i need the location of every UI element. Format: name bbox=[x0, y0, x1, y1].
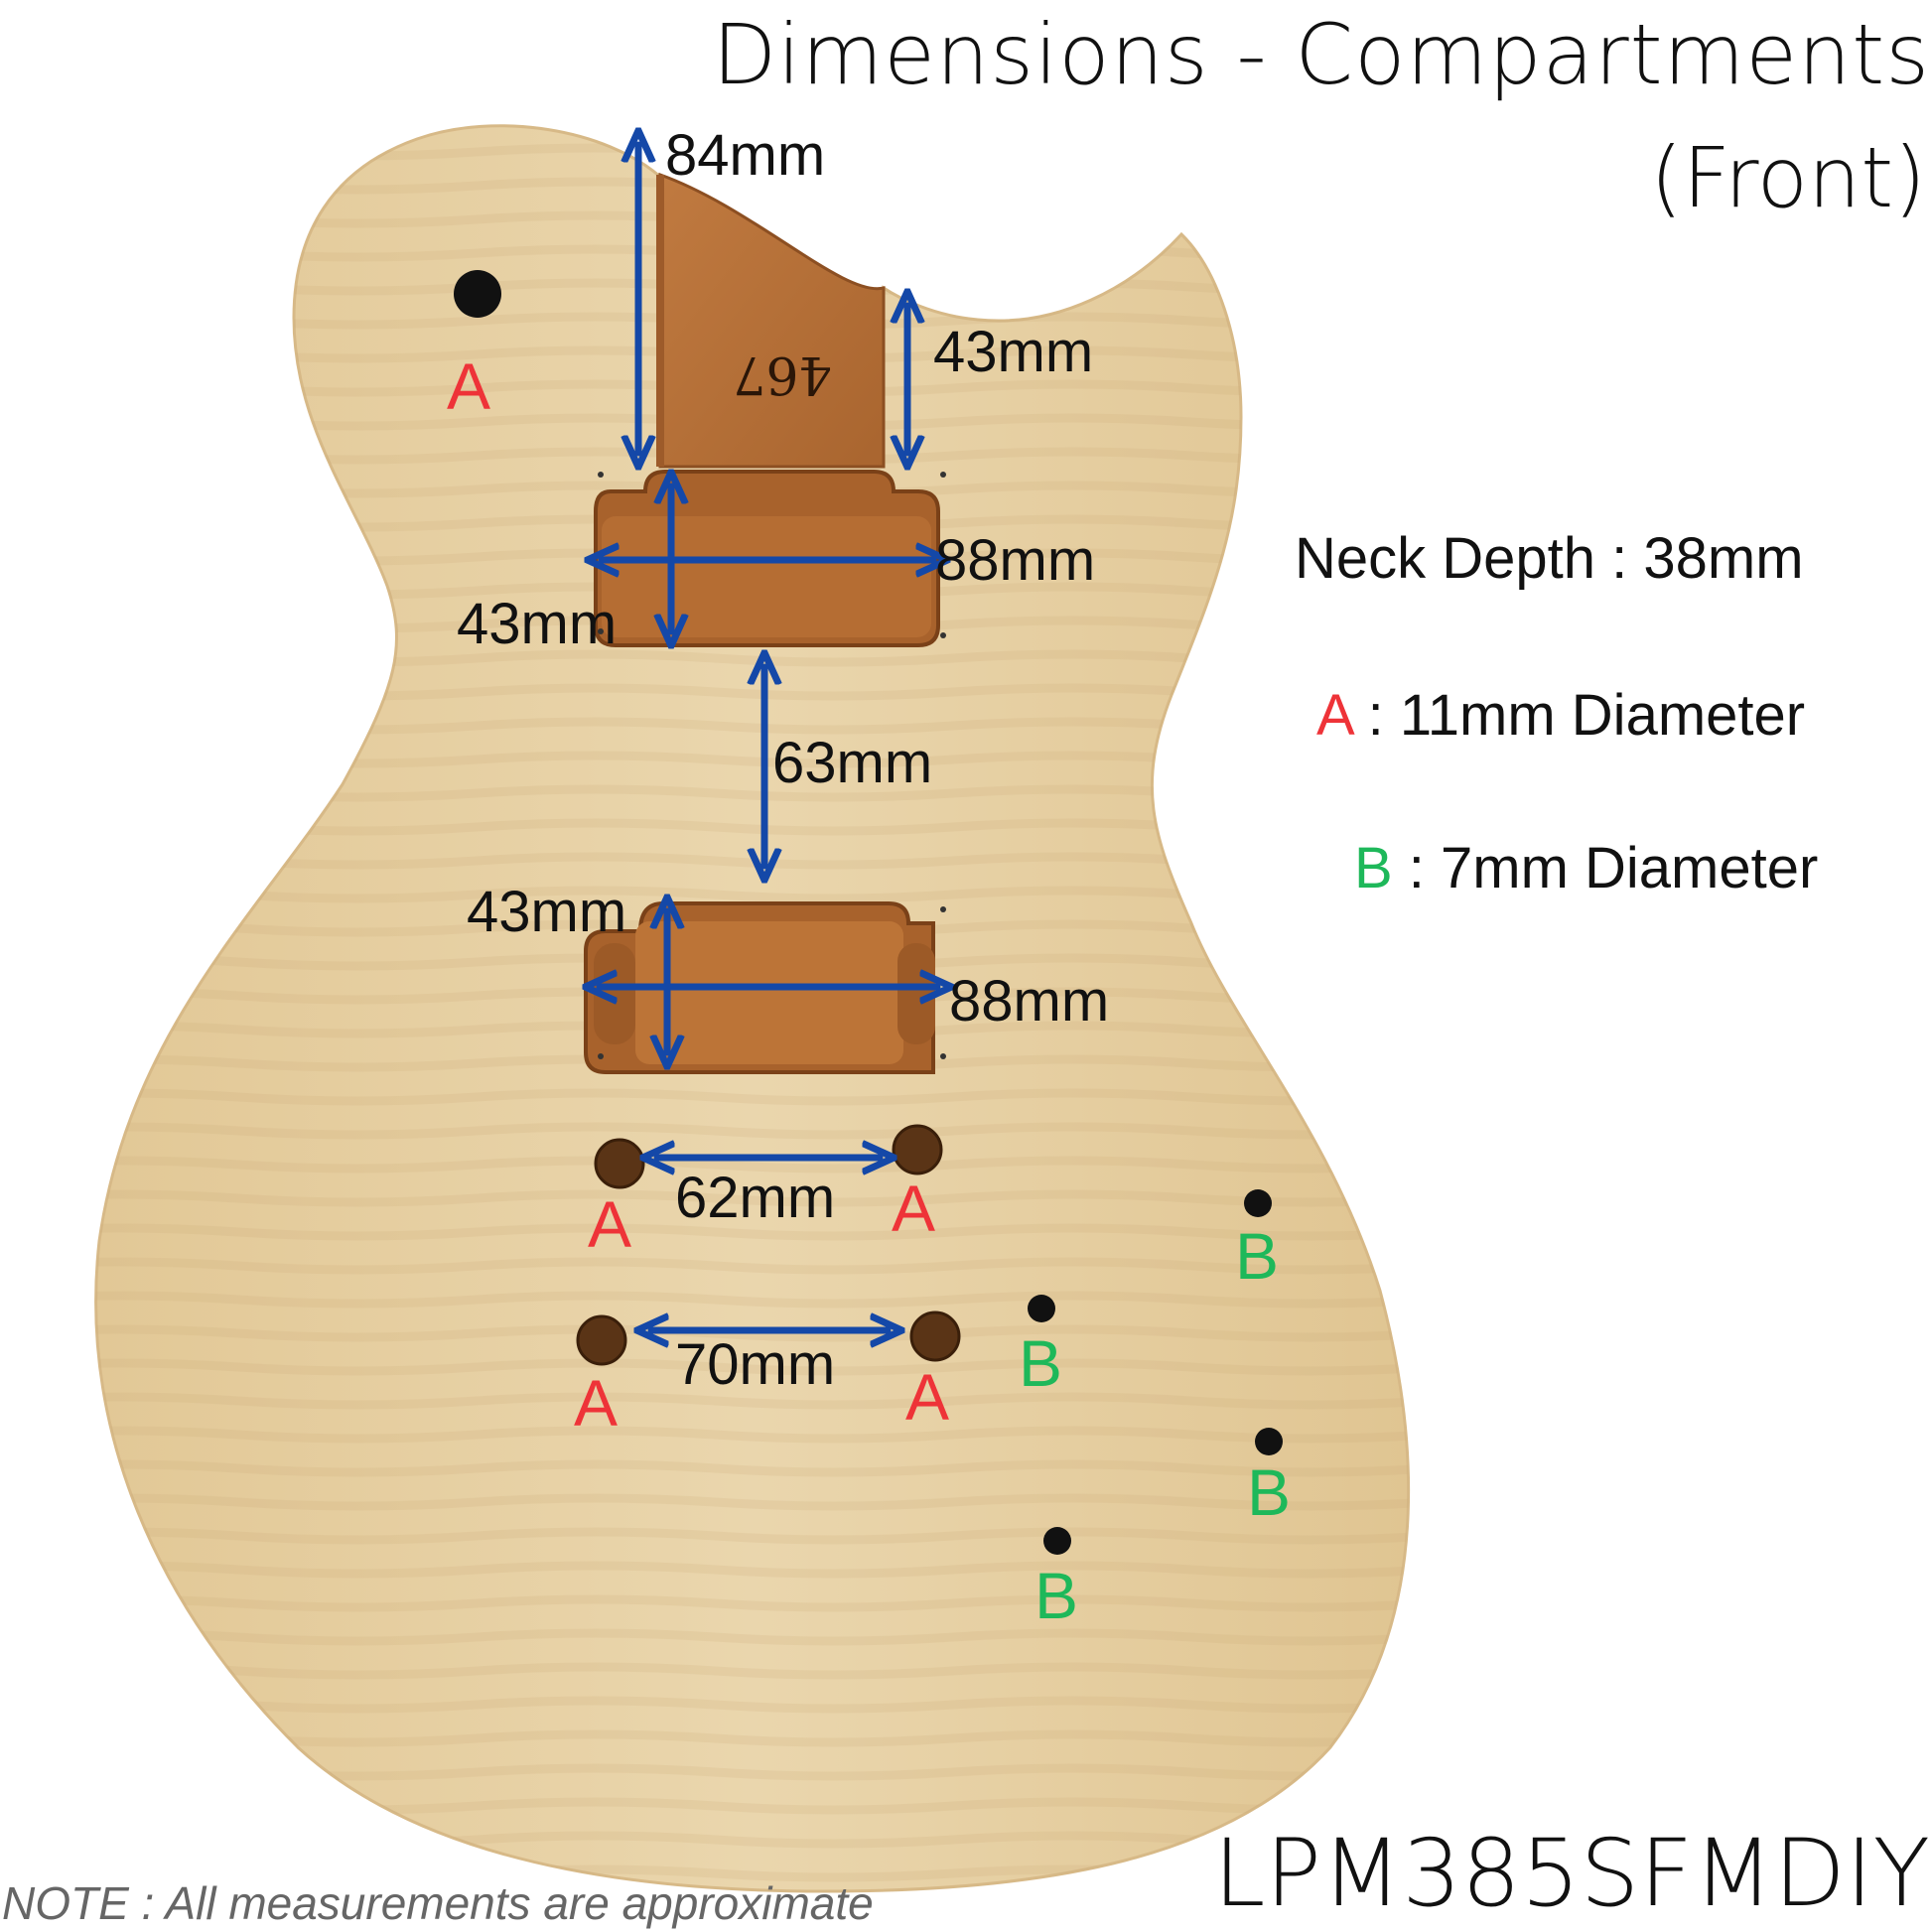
legend-a: A : 11mm Diameter bbox=[1316, 687, 1805, 745]
label-a-pot-1: A bbox=[588, 1187, 632, 1261]
screw-holes bbox=[598, 472, 946, 1059]
label-b-2: B bbox=[1019, 1326, 1063, 1400]
a-holes bbox=[454, 270, 961, 1366]
label-b-3: B bbox=[1247, 1455, 1292, 1529]
legend-b-key: B bbox=[1354, 836, 1393, 900]
legend-a-text: : 11mm Diameter bbox=[1351, 683, 1806, 748]
a-hole-toggle bbox=[454, 270, 501, 318]
dim-upper-pots-spacing: 62mm bbox=[675, 1166, 836, 1230]
title-line-1: Dimensions - Compartments bbox=[712, 6, 1930, 103]
dim-neck-pocket-length: 84mm bbox=[665, 123, 826, 188]
dim-lower-pots-spacing: 70mm bbox=[675, 1332, 836, 1397]
dim-neck-pickup-length: 88mm bbox=[935, 528, 1096, 593]
title-line-2: (Front) bbox=[1649, 129, 1926, 226]
label-a-pot-2: A bbox=[892, 1172, 936, 1245]
approximate-note: NOTE : All measurements are approximate bbox=[2, 1877, 874, 1929]
a-hole-pot-1 bbox=[594, 1138, 645, 1189]
b-hole-2 bbox=[1028, 1295, 1055, 1322]
dim-bridge-pickup-length: 88mm bbox=[949, 969, 1110, 1034]
b-hole-1 bbox=[1244, 1189, 1272, 1217]
a-hole-pot-3 bbox=[576, 1314, 627, 1366]
label-a-pot-3: A bbox=[574, 1366, 619, 1440]
label-a-toggle: A bbox=[447, 349, 491, 423]
dim-neck-pickup-width: 43mm bbox=[457, 592, 618, 656]
legend-neck-depth: Neck Depth : 38mm bbox=[1295, 526, 1804, 591]
legend-b: B : 7mm Diameter bbox=[1354, 840, 1818, 897]
b-hole-4 bbox=[1043, 1527, 1071, 1555]
neck-pocket bbox=[656, 172, 886, 469]
label-b-4: B bbox=[1035, 1559, 1079, 1632]
handwritten-mark: 467 bbox=[733, 345, 831, 404]
label-a-pot-4: A bbox=[905, 1360, 950, 1434]
dim-pickup-spacing: 63mm bbox=[772, 731, 933, 795]
b-holes bbox=[1028, 1189, 1283, 1555]
b-hole-3 bbox=[1255, 1428, 1283, 1455]
product-code: LPM385SFMDIY bbox=[1213, 1820, 1930, 1928]
legend-a-key: A bbox=[1316, 683, 1352, 748]
dimension-arrows bbox=[600, 145, 937, 1330]
a-hole-pot-2 bbox=[892, 1124, 943, 1175]
label-b-1: B bbox=[1235, 1219, 1280, 1293]
dim-bridge-pickup-width: 43mm bbox=[467, 880, 627, 944]
a-hole-pot-4 bbox=[909, 1311, 961, 1362]
legend-b-text: : 7mm Diameter bbox=[1392, 836, 1819, 900]
dim-neck-pocket-width: 43mm bbox=[933, 320, 1094, 384]
